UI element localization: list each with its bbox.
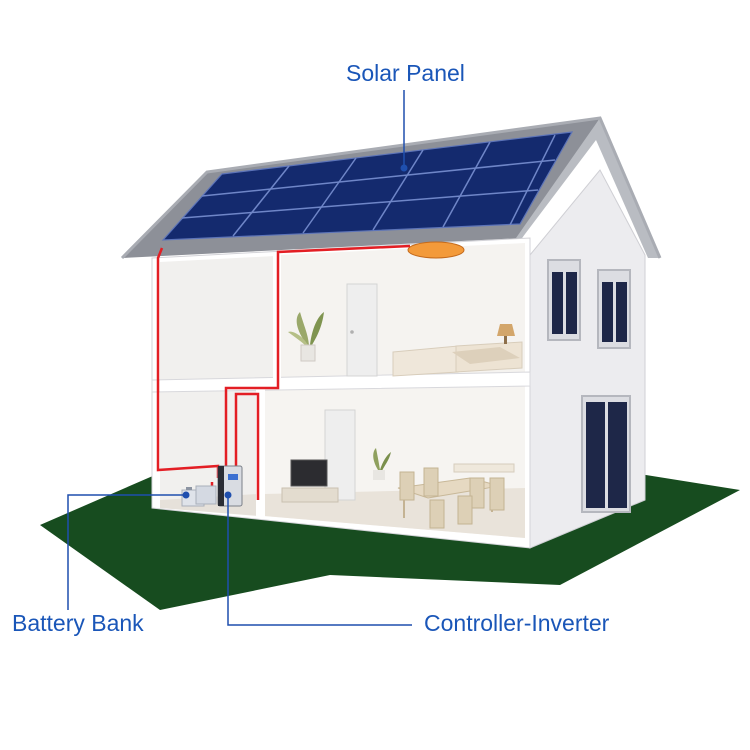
controller-inverter-label: Controller-Inverter — [424, 610, 609, 637]
lower-door — [325, 410, 355, 500]
solar-panel-icon — [163, 132, 572, 240]
upper-left-room — [160, 256, 275, 382]
ceiling-light-icon — [408, 242, 464, 258]
solar-panel-label: Solar Panel — [346, 60, 465, 87]
battery-bank-callout-dot — [183, 492, 190, 499]
battery-bank-label: Battery Bank — [12, 610, 144, 637]
door-icon — [347, 284, 377, 376]
controller-inverter-icon — [218, 466, 242, 506]
controller-inverter-callout-dot — [225, 492, 232, 499]
solar-panel-callout-dot — [401, 165, 408, 172]
